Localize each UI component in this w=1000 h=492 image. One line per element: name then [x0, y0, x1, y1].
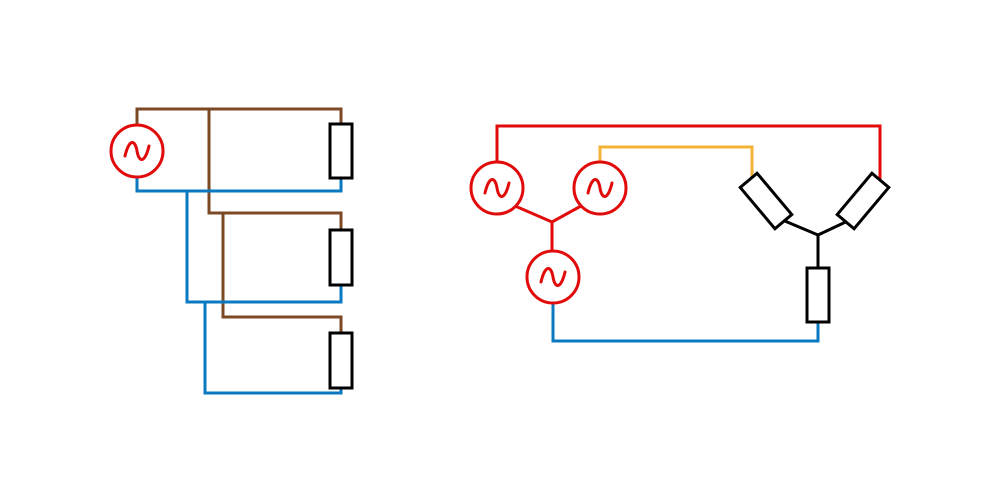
ac-source-symbol: [572, 160, 628, 216]
three-phase-star-circuit: [469, 124, 891, 343]
brown-wire-main: [135, 107, 343, 126]
resistor-symbol: [328, 228, 354, 287]
sine-wave-icon: [483, 178, 511, 198]
red-phase-wire: [495, 124, 882, 183]
blue-wire-branch-3: [203, 300, 343, 395]
resistor-symbol: [835, 171, 891, 231]
resistor-symbol: [328, 331, 354, 390]
orange-phase-wire: [598, 145, 754, 179]
blue-phase-wire: [551, 301, 820, 343]
single-phase-parallel-circuit: [109, 107, 354, 395]
blue-wire-branch-2: [185, 189, 343, 304]
sine-wave-icon: [586, 178, 614, 198]
ac-source-symbol: [469, 160, 525, 216]
ac-source-symbol: [525, 249, 581, 305]
resistor-symbol: [328, 122, 354, 180]
brown-wire-branch-3: [221, 211, 343, 335]
source-star-connection: [513, 203, 584, 252]
blue-wire-main: [135, 175, 343, 193]
load-star-connection: [778, 217, 854, 270]
sine-wave-icon: [539, 267, 567, 287]
resistor-symbol: [805, 266, 831, 324]
brown-wire-branch-2: [207, 107, 343, 232]
ac-source-symbol: [109, 123, 165, 179]
sine-wave-icon: [123, 141, 151, 161]
resistor-symbol: [738, 171, 794, 231]
